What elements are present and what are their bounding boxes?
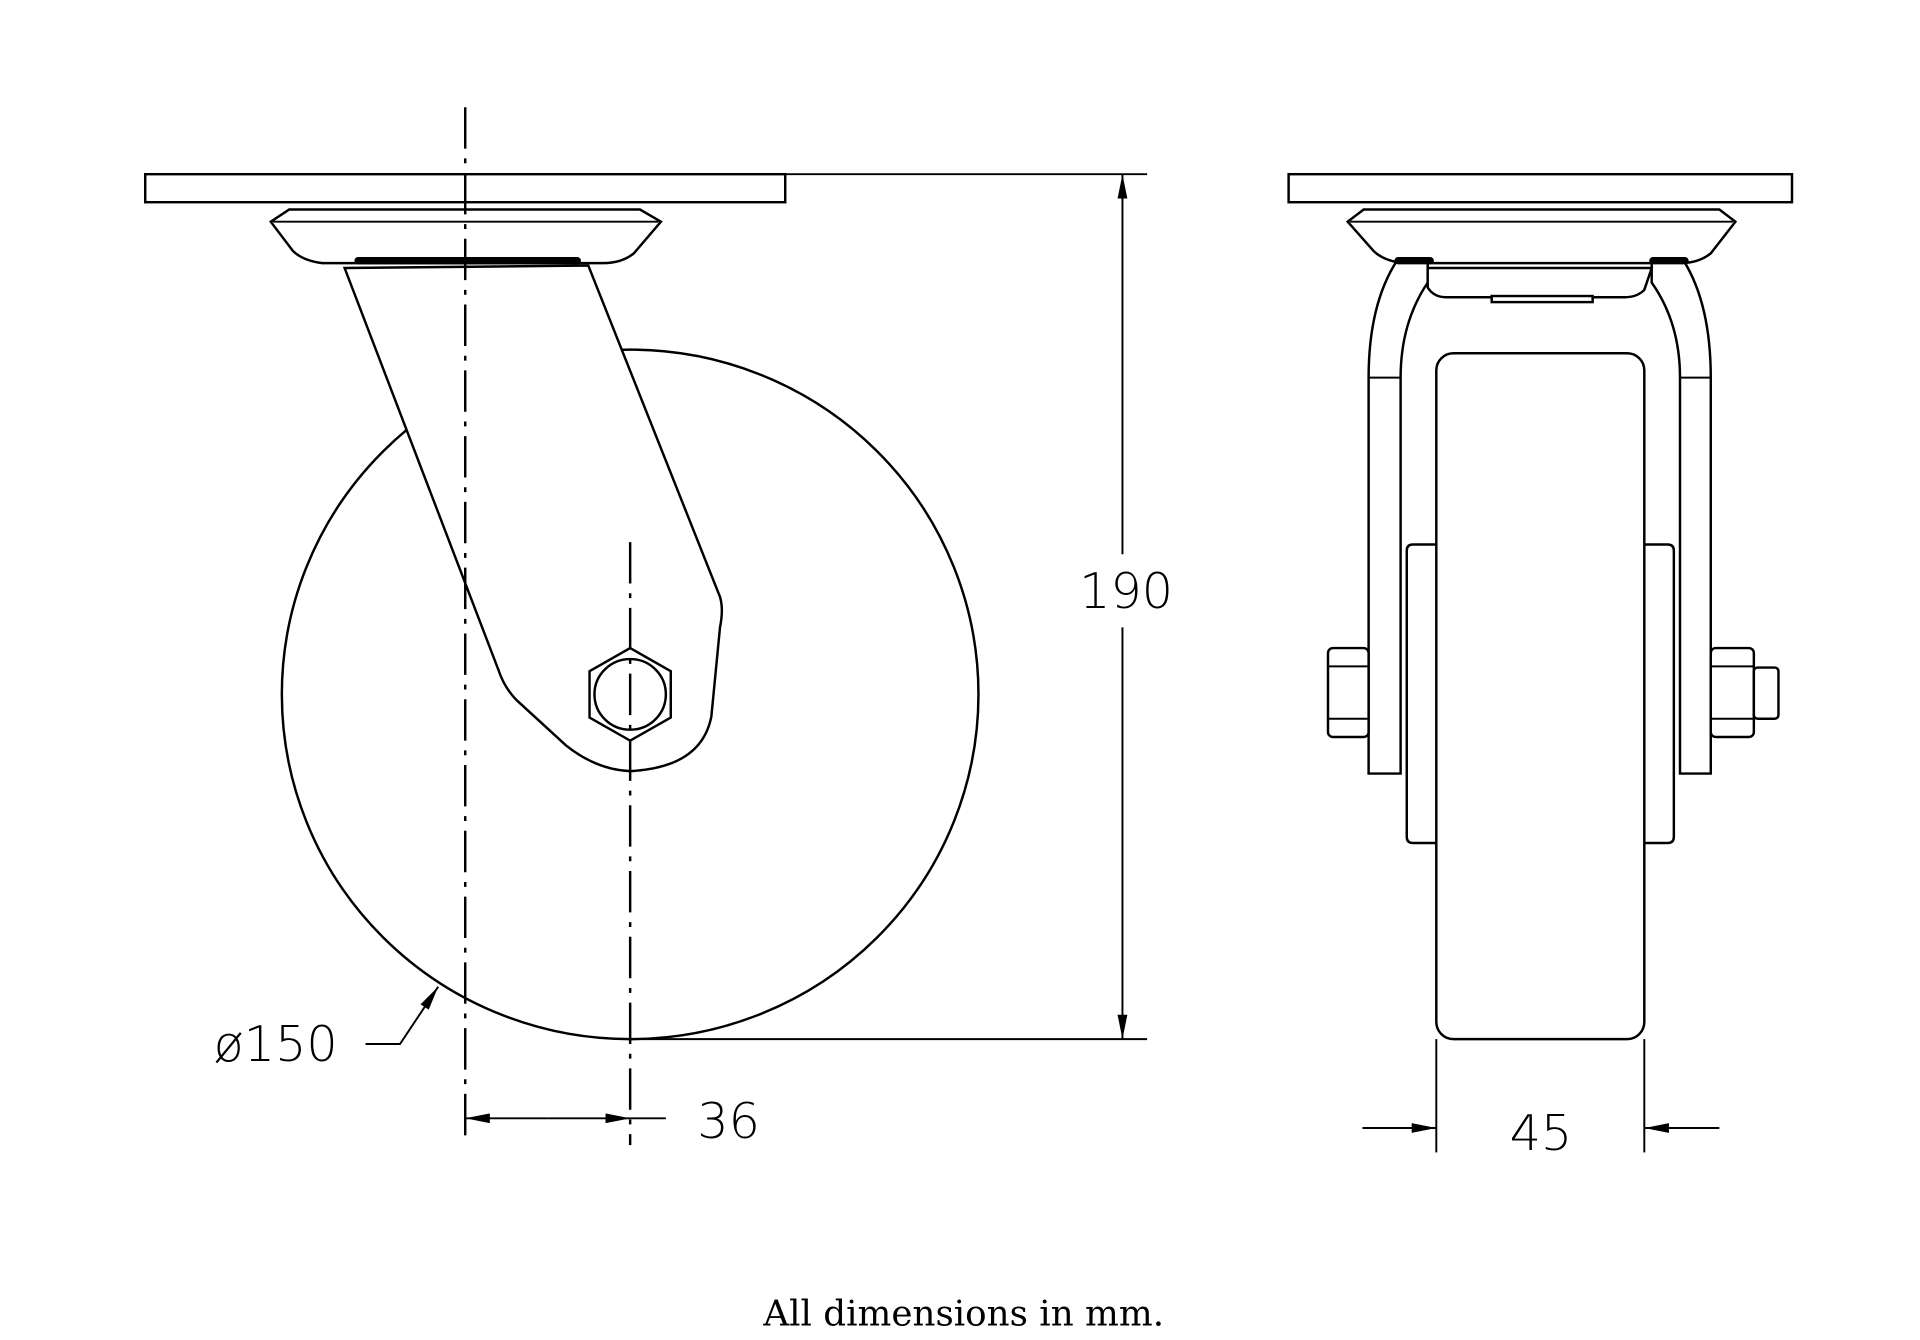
fork-left-arm	[1367, 259, 1429, 775]
fork-leg	[342, 264, 724, 773]
swivel-head	[269, 208, 663, 265]
front-hub	[1405, 543, 1676, 845]
left-axle-nut	[1326, 646, 1370, 739]
front-top-plate	[1287, 172, 1794, 204]
front-wheel	[1435, 352, 1646, 1041]
fork-right-arm	[1650, 259, 1712, 775]
height-label: 190	[1079, 563, 1173, 620]
kingpin-nut	[1490, 294, 1594, 304]
front-view: 45	[1287, 172, 1794, 1162]
right-axle-nut	[1709, 646, 1756, 739]
front-swivel-head	[1345, 208, 1738, 265]
offset-label: 36	[697, 1093, 760, 1150]
units-caption: All dimensions in mm.	[762, 1294, 1164, 1335]
diameter-leader	[365, 986, 439, 1045]
fork-bridge	[1426, 266, 1654, 299]
width-label: 45	[1510, 1105, 1573, 1162]
side-view: 190 ø150 36	[144, 107, 1173, 1150]
axle-bolt-end	[1752, 666, 1780, 720]
diameter-label: ø150	[214, 1016, 338, 1073]
